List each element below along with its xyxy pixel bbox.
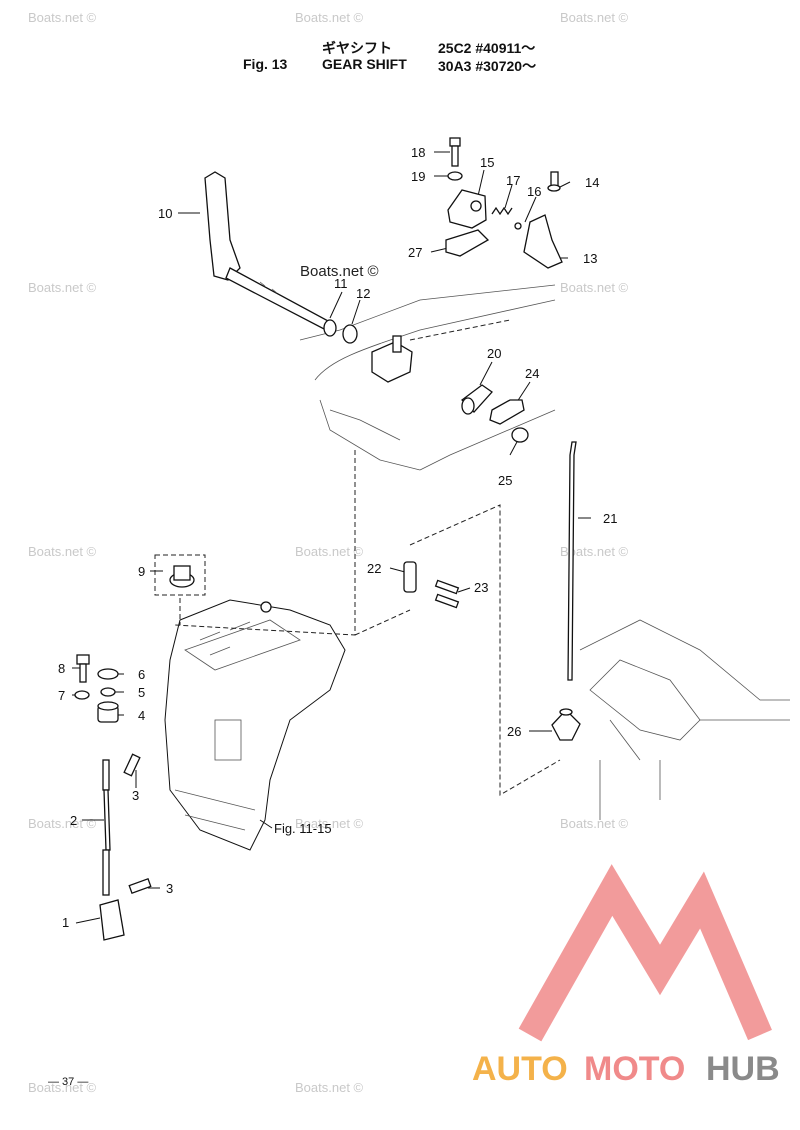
part-11-washer — [323, 319, 337, 337]
callout-21: 21 — [603, 511, 617, 526]
part-9-cap — [169, 565, 195, 588]
callout-5: 5 — [138, 685, 145, 700]
watermark: Boats.net © — [28, 544, 97, 559]
part-22-collar — [403, 561, 417, 593]
serial-range-25c2: 25C2 #40911～ — [438, 40, 536, 56]
callout-3: 3 — [166, 881, 173, 896]
logo-text-moto: MOTO — [584, 1050, 685, 1088]
part-5-o-ring — [100, 687, 116, 697]
callout-15: 15 — [480, 155, 494, 170]
part-15-bracket — [447, 189, 487, 229]
lower-unit-housing — [164, 599, 346, 851]
watermark: Boats.net © — [28, 816, 97, 831]
watermark: Boats.net © — [560, 10, 629, 25]
logo-text-auto: AUTO — [472, 1050, 568, 1088]
watermark: Boats.net © — [28, 10, 97, 25]
callout-22: 22 — [367, 561, 381, 576]
watermark: Boats.net © — [295, 816, 364, 831]
callout-18: 18 — [411, 145, 425, 160]
engine-cowling-outline — [299, 284, 556, 471]
leader-lines — [72, 151, 591, 924]
callout-11: 11 — [334, 276, 348, 291]
title-jp: ギヤシフト — [322, 40, 392, 56]
watermarks: Boats.net © Boats.net © Boats.net © Boat… — [28, 10, 629, 1095]
callout-labels: 1 2 3 3 4 5 6 7 8 9 10 11 12 13 14 15 16… — [58, 145, 617, 930]
part-6-o-ring — [97, 668, 119, 680]
part-19-washer — [447, 171, 463, 181]
callout-27: 27 — [408, 245, 422, 260]
callout-10: 10 — [158, 206, 172, 221]
watermark: Boats.net © — [28, 1080, 97, 1095]
watermark: Boats.net © — [560, 544, 629, 559]
callout-24: 24 — [525, 366, 539, 381]
watermark: Boats.net © — [295, 1080, 364, 1095]
watermark: Boats.net © — [295, 544, 364, 559]
part-23-pins — [434, 579, 460, 609]
part-3-pin-lower — [128, 877, 152, 895]
callout-19: 19 — [411, 169, 425, 184]
callout-4: 4 — [138, 708, 145, 723]
figure-number: Fig. 13 — [243, 56, 288, 72]
serial-range-30a3: 30A3 #30720～ — [438, 58, 537, 74]
part-20-bushing — [461, 384, 493, 415]
callout-9: 9 — [138, 564, 145, 579]
part-7-washer — [74, 690, 90, 700]
automotohub-logo: AUTO MOTO HUB — [472, 864, 780, 1088]
callout-13: 13 — [583, 251, 597, 266]
part-14-bolt — [547, 171, 561, 192]
logo-text-hub: HUB — [706, 1050, 780, 1088]
part-16-ball — [514, 222, 522, 230]
part-3-pin-upper — [123, 753, 141, 777]
shift-lever-bracket — [371, 335, 413, 383]
callout-16: 16 — [527, 184, 541, 199]
callout-14: 14 — [585, 175, 599, 190]
callout-26: 26 — [507, 724, 521, 739]
callout-2: 2 — [70, 813, 77, 828]
watermark-center: Boats.net © — [300, 263, 379, 280]
figure-reference: Fig. 11-15 — [274, 821, 332, 836]
callout-1: 1 — [62, 915, 69, 930]
part-25-nut — [511, 427, 529, 443]
callout-8: 8 — [58, 661, 65, 676]
callout-3: 3 — [132, 788, 139, 803]
part-12-seal — [342, 324, 358, 344]
callout-17: 17 — [506, 173, 520, 188]
callout-25: 25 — [498, 473, 512, 488]
callout-6: 6 — [138, 667, 145, 682]
page-number: — 37 — — [48, 1076, 89, 1088]
part-13-plate — [523, 214, 563, 269]
callout-23: 23 — [474, 580, 488, 595]
part-2-shift-rod-lower — [102, 759, 111, 896]
watermark: Boats.net © — [560, 280, 629, 295]
part-8-bolt — [76, 654, 90, 683]
part-18-bolt — [449, 137, 461, 167]
part-17-spring — [491, 206, 513, 216]
callout-7: 7 — [58, 688, 65, 703]
watermark: Boats.net © — [28, 280, 97, 295]
part-27-gasket — [445, 229, 490, 257]
callout-20: 20 — [487, 346, 501, 361]
part-10-shift-lever — [204, 171, 331, 331]
assembly-lines — [154, 319, 561, 796]
part-24-joint — [489, 399, 525, 425]
watermark: Boats.net © — [560, 816, 629, 831]
part-26-grommet — [551, 708, 581, 741]
watermark: Boats.net © — [295, 10, 364, 25]
logo-triangle-mark — [518, 864, 772, 1042]
part-4-seal-housing — [97, 701, 119, 723]
part-21-shift-rod — [567, 441, 577, 681]
swivel-bracket — [579, 619, 790, 820]
callout-12: 12 — [356, 286, 370, 301]
part-1-shift-cam — [99, 899, 125, 941]
title-en: GEAR SHIFT — [322, 56, 407, 72]
